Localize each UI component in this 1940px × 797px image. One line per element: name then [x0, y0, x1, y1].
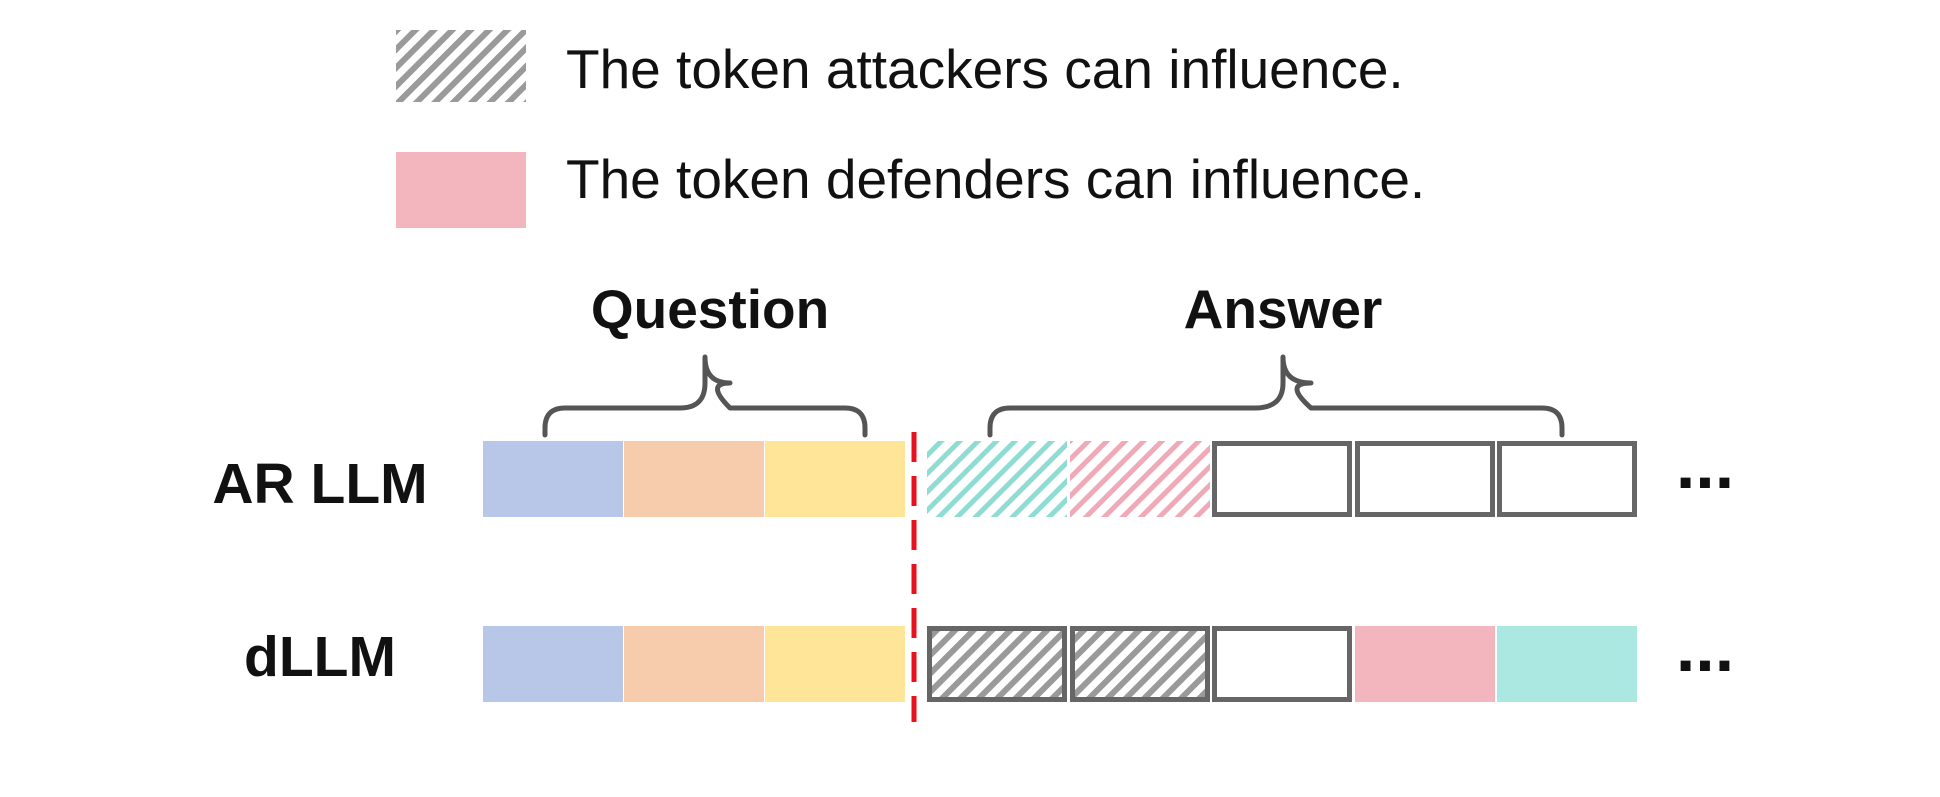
question-token-3: [765, 441, 905, 517]
question-brace: [542, 354, 868, 438]
answer-token-1: [927, 441, 1067, 517]
legend-attacker-swatch: [396, 30, 526, 102]
answer-token-3: [1212, 626, 1352, 702]
ar-llm-ellipsis: ...: [1676, 425, 1734, 503]
row-label-dllm: dLLM: [244, 625, 396, 689]
answer-token-5: [1497, 626, 1637, 702]
legend-defender-swatch: [396, 152, 526, 228]
answer-token-4: [1355, 441, 1495, 517]
legend-defender-text: The token defenders can influence.: [566, 148, 1425, 210]
legend: The token attackers can influence. The t…: [396, 30, 1425, 228]
question-token-1: [483, 626, 623, 702]
question-token-1: [483, 441, 623, 517]
answer-token-2: [1070, 441, 1210, 517]
row-label-ar-llm: AR LLM: [212, 452, 427, 516]
question-token-3: [765, 626, 905, 702]
answer-token-4: [1355, 626, 1495, 702]
question-token-2: [624, 626, 764, 702]
answer-token-2: [1070, 626, 1210, 702]
question-token-2: [624, 441, 764, 517]
answer-token-3: [1212, 441, 1352, 517]
dllm-token-row: [483, 626, 1637, 702]
dllm-ellipsis: ...: [1676, 608, 1734, 686]
answer-token-1: [927, 626, 1067, 702]
answer-brace: [987, 354, 1565, 438]
legend-attacker-text: The token attackers can influence.: [566, 38, 1404, 100]
ar-llm-token-row: [483, 441, 1637, 517]
answer-header: Answer: [1184, 278, 1383, 340]
answer-token-5: [1497, 441, 1637, 517]
question-header: Question: [591, 278, 829, 340]
